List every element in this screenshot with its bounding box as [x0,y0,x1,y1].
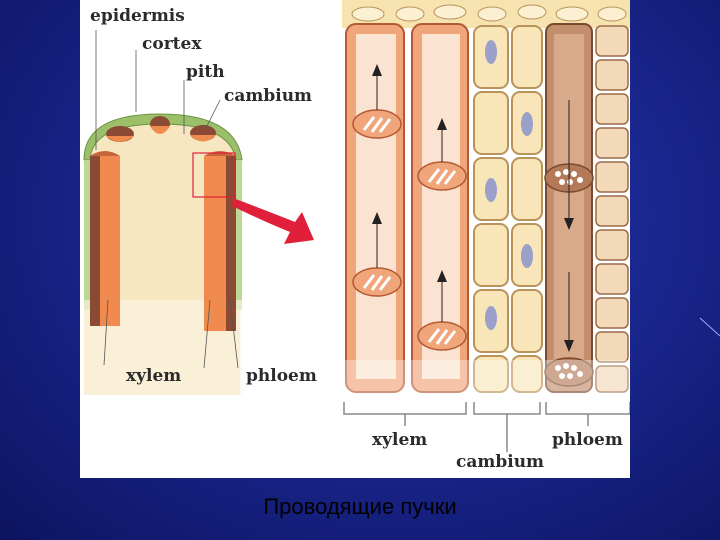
label-epidermis: epidermis [90,6,185,26]
stem-illustration [83,30,243,395]
diagram-panel: epidermis cortex pith cambium xylem phlo… [80,0,630,478]
zoom-arrow [232,198,314,244]
leader-lines [95,30,239,369]
label-cambium-top: cambium [224,86,313,106]
label-xylem-bottom: xylem [372,430,428,450]
label-cortex: cortex [142,34,202,54]
cambium-cells [473,25,543,393]
tissue-enlargement [342,0,630,452]
xylem-strand [100,156,120,326]
xylem-vessel [345,23,405,393]
phloem-companion-cells [595,25,629,393]
vascular-bundle [106,126,134,142]
phloem-strand [90,156,100,326]
label-xylem-left: xylem [126,366,182,386]
phloem-sieve-tube [544,23,594,393]
label-pith: pith [186,62,225,82]
xylem-strand-right [204,156,226,331]
xylem-vessel [411,23,469,393]
label-phloem-bottom: phloem [552,430,623,450]
slide-caption: Проводящие пучки [263,494,457,519]
region-brackets [343,402,630,452]
cell-nuclei [485,40,533,330]
decor-line [699,317,720,337]
epidermis-strip [84,160,90,310]
label-cambium-bottom: cambium [456,452,545,472]
stem-diagram [83,0,630,452]
vascular-bundle [150,116,170,134]
label-phloem-left: phloem [246,366,317,386]
zoom-highlight [192,152,236,198]
phloem-strand-right [226,156,236,331]
vascular-bundle [190,125,216,142]
